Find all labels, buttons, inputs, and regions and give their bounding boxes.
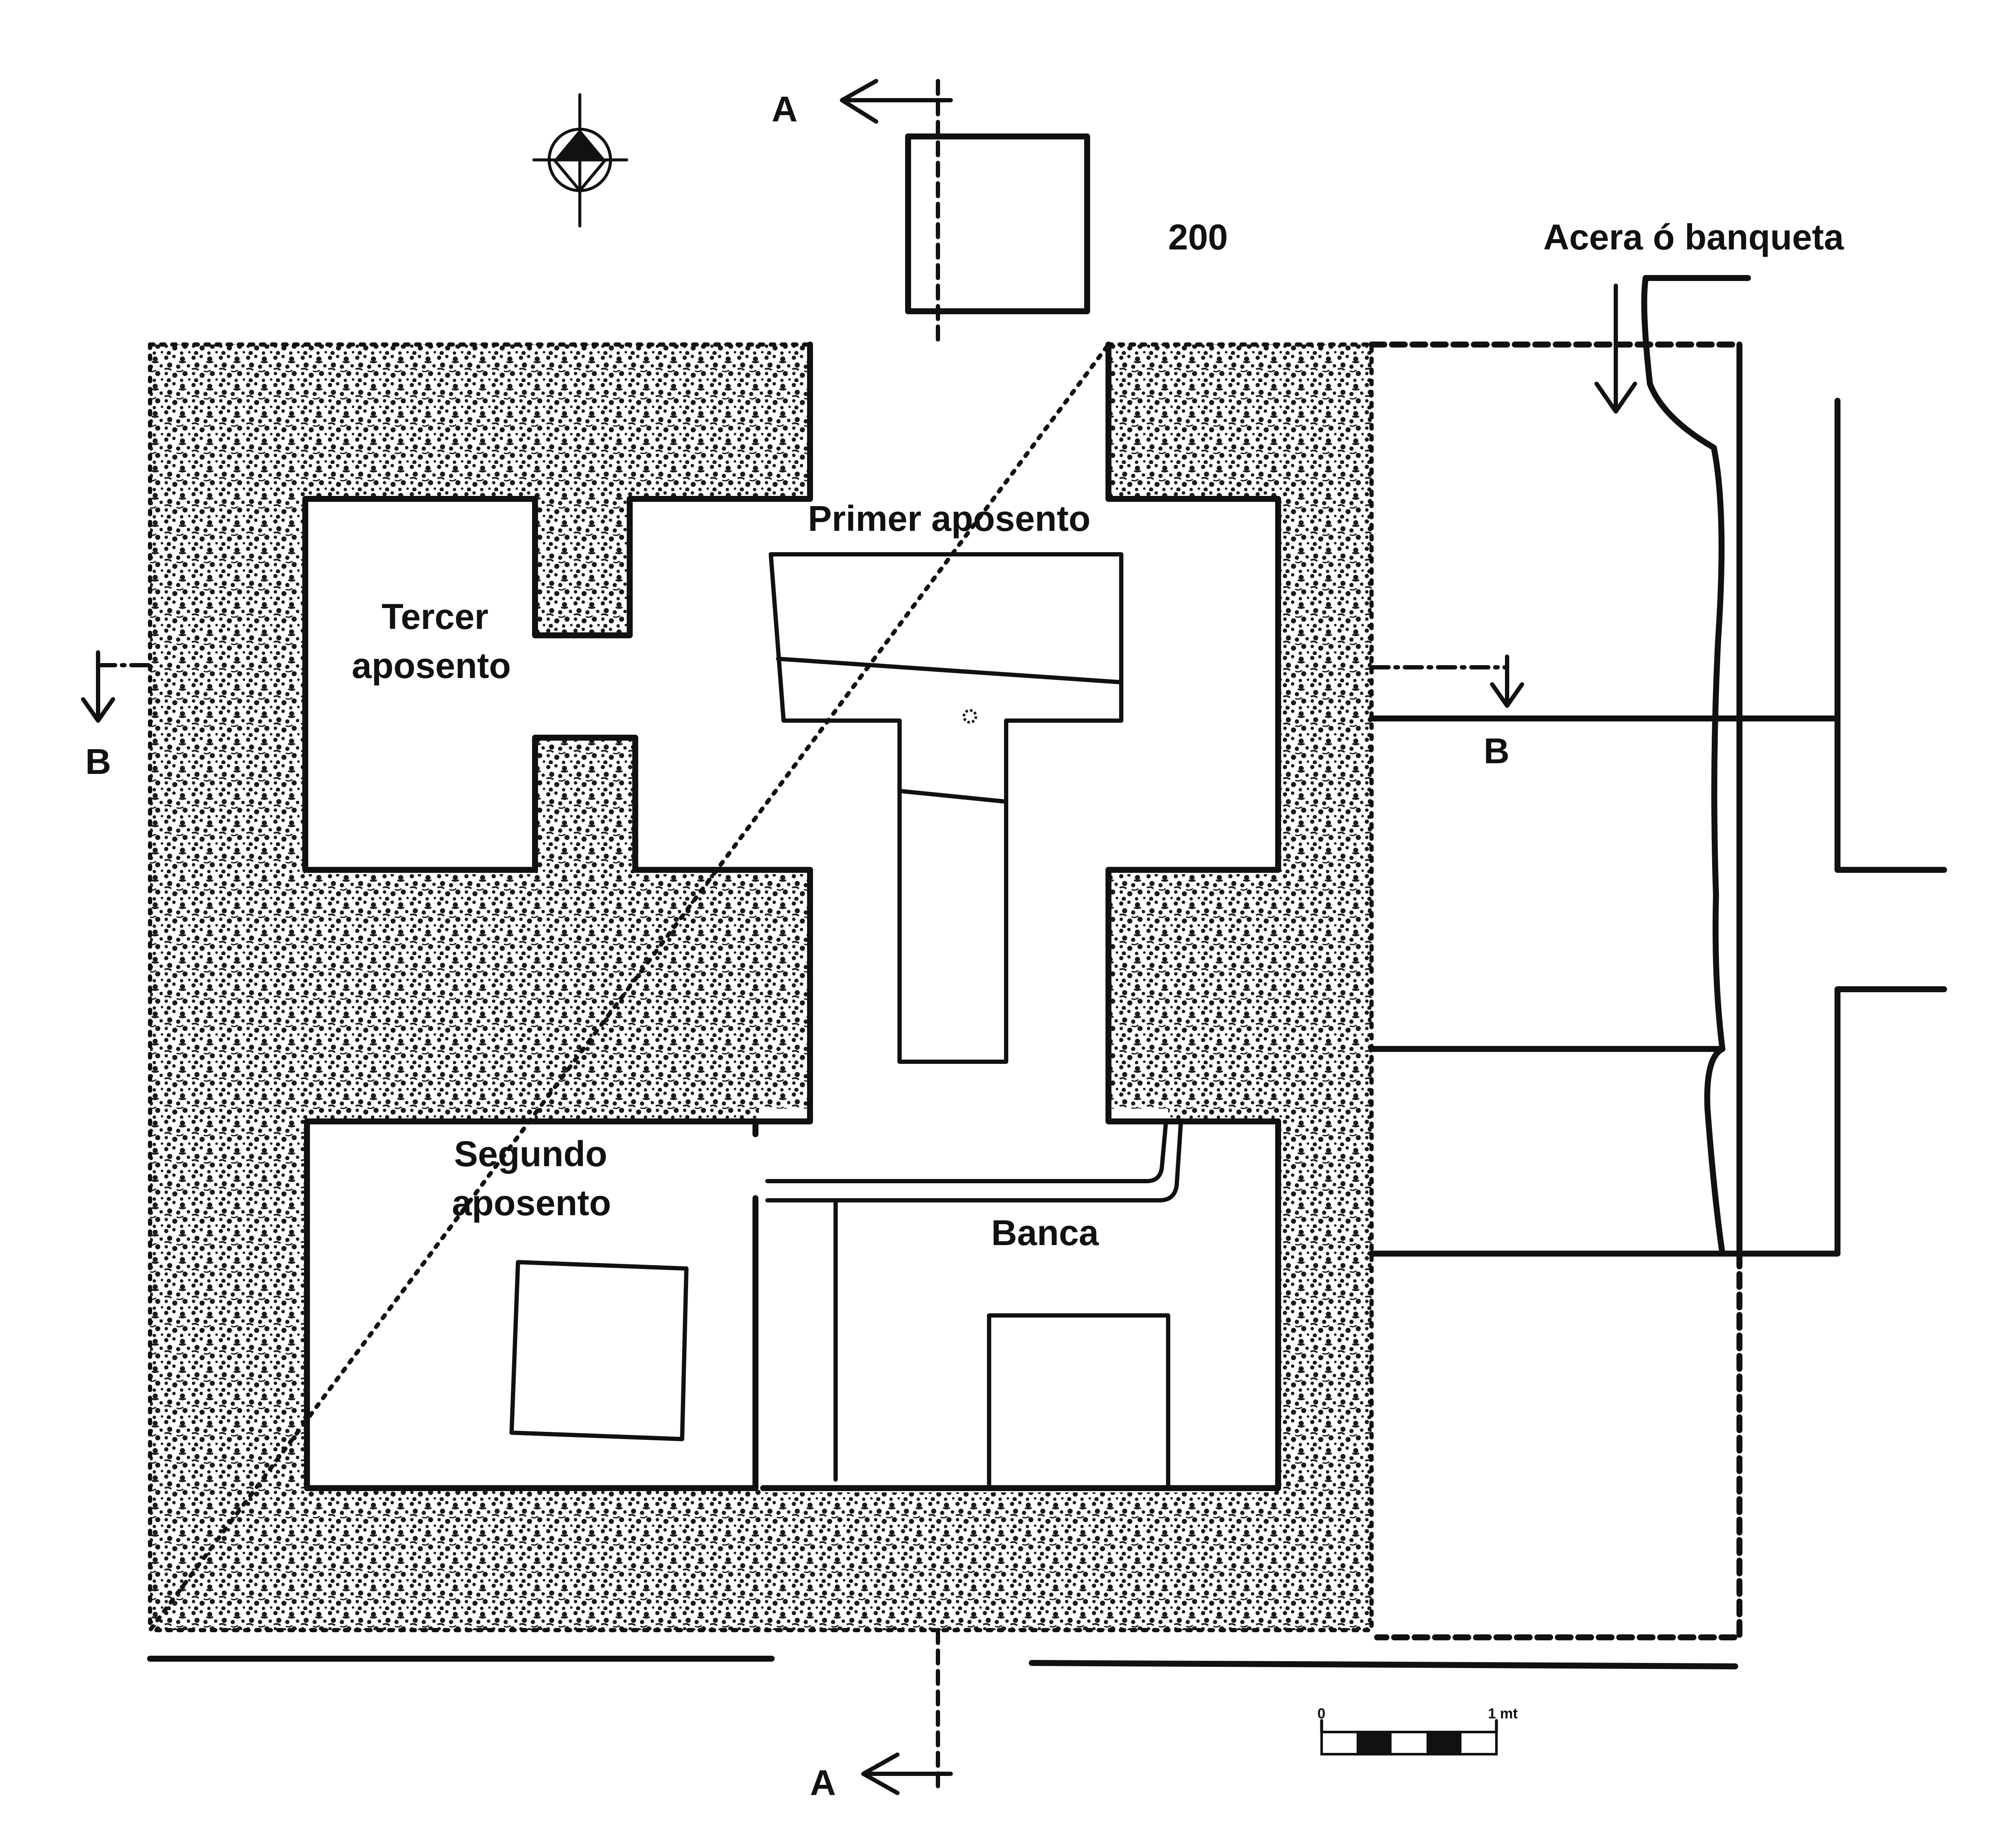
- section-label-b-right: B: [1484, 731, 1510, 771]
- bench-box: [987, 1313, 1170, 1490]
- section-label-b-left: B: [85, 742, 111, 782]
- street-edge: [147, 275, 1947, 1669]
- scale-bar: 0 1 mt: [1317, 1706, 1518, 1755]
- room-label-second-line1: Segundo: [454, 1134, 607, 1174]
- room-label-first: Primer aposento: [808, 498, 1091, 539]
- wall-outlines: [148, 342, 1374, 1632]
- room-label-bench: Banca: [991, 1213, 1099, 1253]
- altar: [769, 552, 1123, 1064]
- sidewalk-arrow: [1594, 284, 1637, 414]
- second-room-box: [509, 1260, 689, 1441]
- section-label-a-bottom: A: [810, 1763, 836, 1803]
- room-label-third-line1: Tercer: [382, 597, 489, 637]
- section-line-a: [840, 79, 953, 1795]
- plan-number: 200: [1168, 217, 1228, 257]
- room-label-third-line2: aposento: [352, 646, 511, 686]
- sidewalk-label: Acera ó banqueta: [1543, 217, 1844, 257]
- north-arrow-icon: [532, 93, 628, 228]
- entrance-box: [905, 133, 1090, 314]
- section-label-a-top: A: [772, 89, 798, 129]
- scale-start-label: 0: [1317, 1706, 1325, 1722]
- scale-end-label: 1 mt: [1488, 1706, 1518, 1722]
- section-line-b: [81, 650, 1524, 723]
- room-label-second-line2: aposento: [452, 1183, 611, 1223]
